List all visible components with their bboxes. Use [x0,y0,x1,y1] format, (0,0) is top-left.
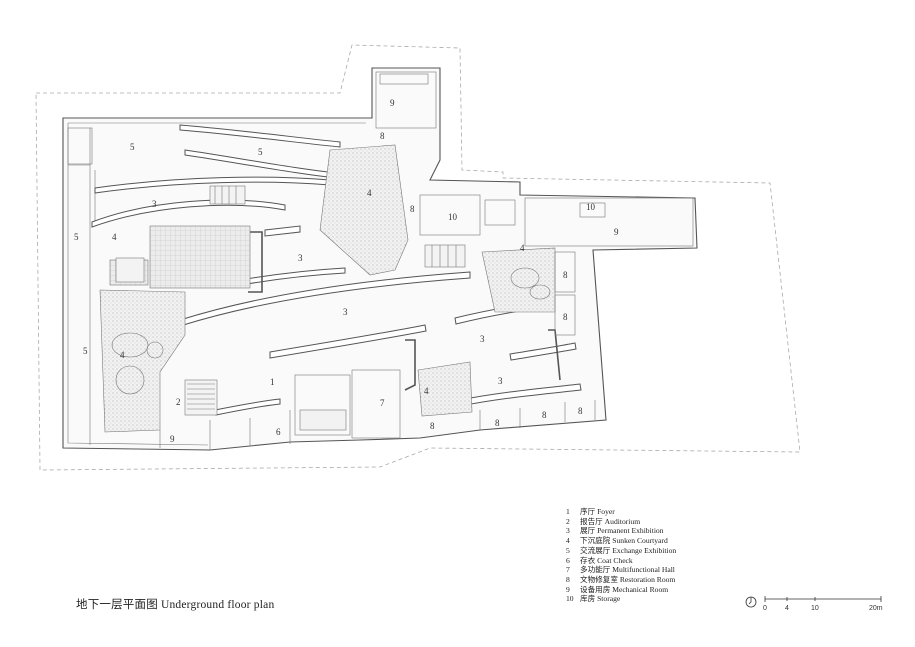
room-number-courtyard: 4 [112,232,117,242]
legend-number: 4 [566,536,570,546]
legend-number: 10 [566,594,574,604]
legend-item: 6 存衣 Coat Check [566,556,676,566]
room-number-restoration: 8 [563,312,568,322]
room-number-mechanical: 9 [390,98,395,108]
room-number-courtyard: 4 [424,386,429,396]
sunken-courtyard-east [481,247,556,313]
legend-item: 1 序厅 Foyer [566,507,676,517]
room-number-exhibition: 3 [480,334,485,344]
room-numbers: 1 2 3 3 3 3 3 4 4 4 4 4 5 5 5 5 6 7 8 8 … [74,98,619,444]
room-number-exhibition: 3 [298,253,303,263]
curved-wall-8 [509,342,577,361]
legend-number: 9 [566,584,570,594]
legend-number: 6 [566,555,570,565]
room-number-coat-check: 6 [276,427,281,437]
legend-number: 8 [566,574,570,584]
east-wing [524,197,694,247]
room-number-restoration: 8 [380,131,385,141]
north-arrow-icon [745,596,757,608]
auditorium-seats [184,379,218,416]
legend-item: 9 设备用房 Mechanical Room [566,585,676,595]
legend-number: 7 [566,565,570,575]
room-number-mechanical: 9 [614,227,619,237]
curved-wall-11 [264,225,301,237]
legend-label: 文物修复室 Restoration Room [580,574,676,584]
legend-label: 设备用房 Mechanical Room [580,584,669,594]
south-rooms [159,369,596,450]
room-number-restoration: 8 [578,406,583,416]
site-boundary [35,44,801,471]
curved-wall-4 [179,124,341,148]
drawing-title: 地下一层平面图 Underground floor plan [76,599,275,611]
legend-label: 序厅 Foyer [580,507,615,516]
room-number-courtyard: 4 [520,243,525,253]
room-number-restoration: 8 [410,204,415,214]
room-number-foyer: 1 [270,377,275,387]
room-number-auditorium: 2 [176,397,181,407]
scale-tick-label: 10 [811,605,819,612]
legend-item: 3 展厅 Permanent Exhibition [566,526,676,536]
scale-tick-label: 20m [869,605,883,612]
legend-item: 4 下沉庭院 Sunken Courtyard [566,536,676,546]
room-number-exchange: 5 [83,346,88,356]
curved-wall-5 [179,271,471,327]
legend-item: 2 报告厅 Auditorium [566,517,676,527]
room-number-exhibition: 3 [152,199,157,209]
legend-label: 报告厅 Auditorium [580,516,641,526]
curved-wall-6 [269,324,427,359]
room-number-courtyard: 4 [367,188,372,198]
paved-area [149,225,251,289]
sunken-courtyard-west [99,289,186,433]
curved-wall-12 [239,267,346,286]
legend: 1 序厅 Foyer 2 报告厅 Auditorium 3 展厅 Permanent … [566,507,676,604]
sunken-courtyard-southeast [417,361,473,417]
legend-number: 3 [566,526,570,536]
room-number-storage: 10 [586,202,596,212]
room-number-mechanical: 9 [170,434,175,444]
legend-label: 库房 Storage [580,594,621,604]
legend-label: 下沉庭院 Sunken Courtyard [580,536,668,546]
room-number-exchange: 5 [74,232,79,242]
room-number-courtyard: 4 [120,350,125,360]
stairs [115,185,466,283]
curved-wall-1 [91,199,286,228]
legend-label: 多功能厅 Multifunctional Hall [580,565,675,575]
legend-item: 5 交流展厅 Exchange Exhibition [566,546,676,556]
legend-number: 1 [566,507,570,516]
legend-label: 交流展厅 Exchange Exhibition [580,545,677,555]
legend-label: 存衣 Coat Check [580,555,633,565]
room-number-restoration: 8 [563,270,568,280]
sunken-courtyard-north [319,144,409,276]
room-number-restoration: 8 [495,418,500,428]
scale-tick-label: 0 [763,605,767,612]
mechanical-block-north [375,71,437,129]
room-number-restoration: 8 [430,421,435,431]
room-number-multifunctional: 7 [380,398,385,408]
room-number-exchange: 5 [258,147,263,157]
legend-label: 展厅 Permanent Exhibition [580,526,664,536]
legend-item: 8 文物修复室 Restoration Room [566,575,676,585]
room-number-exhibition: 3 [498,376,503,386]
room-number-exchange: 5 [130,142,135,152]
legend-number: 2 [566,516,570,526]
scale-tick-label: 4 [785,605,789,612]
scale-bar: 0 4 10 20m [745,596,883,612]
legend-item: 10 库房 Storage [566,594,676,604]
curved-wall-9 [459,383,582,407]
legend-number: 5 [566,545,570,555]
room-number-restoration: 8 [542,410,547,420]
room-number-storage: 10 [448,212,458,222]
legend-item: 7 多功能厅 Multifunctional Hall [566,565,676,575]
curved-wall-10 [214,398,281,416]
room-number-exhibition: 3 [343,307,348,317]
